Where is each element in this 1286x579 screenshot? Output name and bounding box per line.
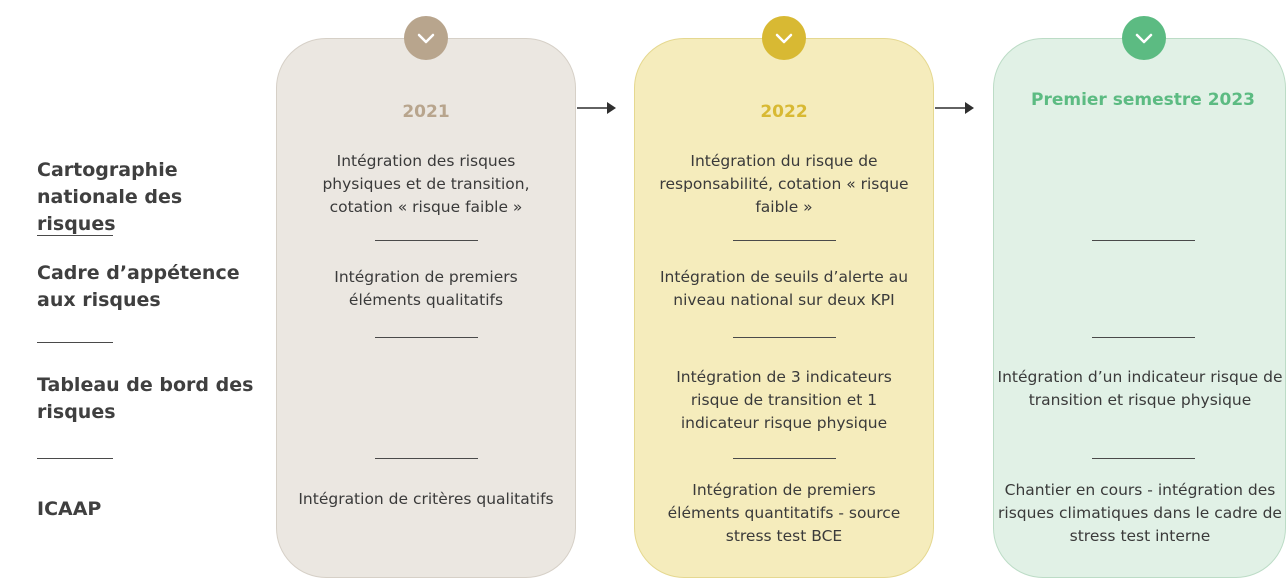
column-card-2022 [634, 38, 934, 578]
cell-2021-cartographie: Intégration des risques physiques et de … [322, 152, 530, 216]
row-divider [37, 342, 113, 343]
row-divider [37, 458, 113, 459]
cell-divider [375, 240, 478, 241]
cell-2022-icaap: Intégration de premiers éléments quantit… [667, 481, 901, 545]
row-label-appetence: Cadre d’appétence aux risques [37, 262, 240, 311]
cell-divider [733, 458, 836, 459]
cell-2022-appetence: Intégration de seuils d’alerte au niveau… [659, 268, 909, 309]
cell-divider [1092, 458, 1195, 459]
cell-divider [733, 337, 836, 338]
cell-divider [1092, 337, 1195, 338]
row-label-cartographie: Cartographie nationale des risques [37, 159, 183, 235]
column-card-2021 [276, 38, 576, 578]
chevron-down-icon [1135, 33, 1153, 44]
chevron-badge-2022 [762, 16, 806, 60]
chevron-badge-2023 [1122, 16, 1166, 60]
cell-2021-appetence: Intégration de premiers éléments qualita… [334, 268, 518, 309]
chevron-badge-2021 [404, 16, 448, 60]
cell-divider [375, 458, 478, 459]
cell-2023-tableau: Intégration d’un indicateur risque de tr… [997, 368, 1283, 409]
row-divider [37, 235, 113, 236]
cell-divider [1092, 240, 1195, 241]
cell-divider [733, 240, 836, 241]
cell-2022-cartographie: Intégration du risque de responsabilité,… [659, 152, 909, 216]
chevron-down-icon [775, 33, 793, 44]
cell-2022-tableau: Intégration de 3 indicateurs risque de t… [676, 368, 892, 432]
chevron-down-icon [417, 33, 435, 44]
column-title-2023: Premier semestre 2023 [1030, 90, 1256, 110]
cell-divider [375, 337, 478, 338]
arrow-right-icon [935, 102, 974, 114]
cell-2021-icaap: Intégration de critères qualitatifs [298, 490, 554, 508]
column-title-2022: 2022 [760, 102, 808, 122]
row-label-tableau: Tableau de bord des risques [37, 374, 254, 423]
cell-2023-icaap: Chantier en cours - intégration des risq… [998, 481, 1282, 545]
column-card-2023 [993, 38, 1286, 578]
column-title-2021: 2021 [402, 102, 450, 122]
arrow-right-icon [577, 102, 616, 114]
row-label-icaap: ICAAP [37, 498, 102, 520]
